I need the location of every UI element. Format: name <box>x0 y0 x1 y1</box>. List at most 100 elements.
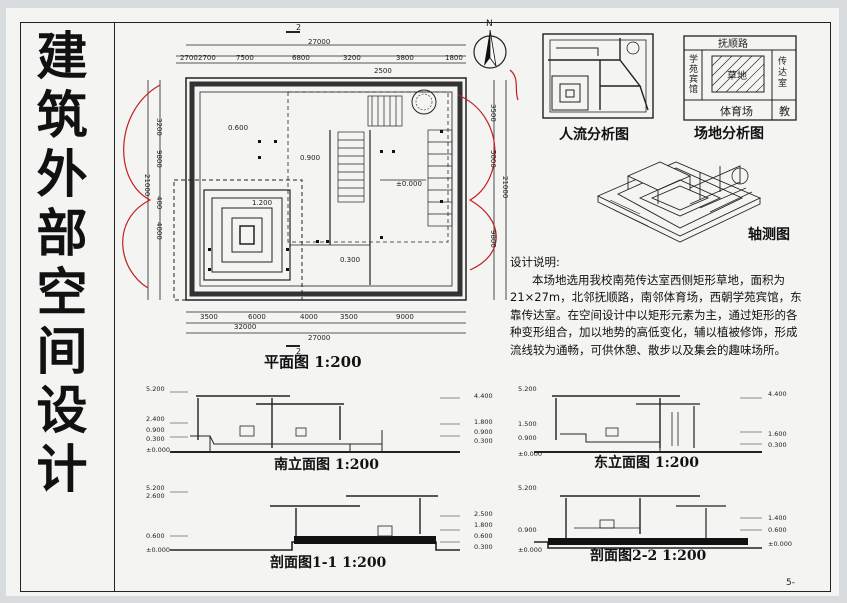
ee-l1: 1.500 <box>518 420 537 428</box>
site-top-label: 抚顺路 <box>718 37 748 50</box>
dim-bot-2: 4000 <box>300 313 318 321</box>
se-l0: 5.200 <box>146 385 165 393</box>
s22-l1: 0.900 <box>518 526 537 534</box>
description-text: 本场地选用我校南苑传达室西侧矩形草地，面积为21×27m，北邻抚顺路，南邻体育场… <box>510 272 802 357</box>
red-annotations <box>122 69 519 289</box>
se-l1: 2.400 <box>146 415 165 423</box>
section-mark-top: 2 <box>296 23 301 32</box>
s11-r2: 0.600 <box>474 532 493 540</box>
title-char: 筑 <box>36 86 88 146</box>
ee-l3: ±0.000 <box>518 450 542 458</box>
dim-top-0: 2700 <box>180 54 198 62</box>
dim-left-0: 3200 <box>155 118 163 136</box>
title-divider <box>114 22 115 592</box>
vertical-title: 建筑外部空间设计 <box>20 28 104 500</box>
site-plan <box>147 29 507 347</box>
site-analysis-diagram <box>683 35 797 121</box>
dim-left-overall: 21000 <box>143 174 151 196</box>
title-char: 建 <box>36 27 88 87</box>
dim-left-3: 4000 <box>155 222 163 240</box>
dim-bot-4: 9000 <box>396 313 414 321</box>
s22-l2: ±0.000 <box>518 546 542 554</box>
s11-l0: 5.200 <box>146 484 165 492</box>
site-right-label: 传达室 <box>778 55 787 89</box>
dim-bot-overall: 27000 <box>308 334 330 342</box>
ee-r1: 1.600 <box>768 430 787 438</box>
section-1-1-labels: 5.200 2.600 0.600 ±0.000 2.500 1.800 0.6… <box>146 484 493 554</box>
dim-bot-3: 3500 <box>340 313 358 321</box>
se-r3: 0.300 <box>474 437 493 445</box>
dim-bot-0: 3500 <box>200 313 218 321</box>
page-number: 5- <box>786 578 795 588</box>
s11-l3: ±0.000 <box>146 546 170 554</box>
elev-0600: 0.600 <box>228 124 248 132</box>
east-elevation-caption: 东立面图 1:200 <box>594 455 700 471</box>
plan-dimensions: N 2 27000 2700 2700 7500 6800 3200 3800 … <box>180 19 493 356</box>
dim-right-2: 9800 <box>489 230 497 248</box>
dim-top-1: 2700 <box>198 54 216 62</box>
se-r0: 4.400 <box>474 392 493 400</box>
dim-top-small: 2500 <box>374 67 392 75</box>
se-l2: 0.900 <box>146 426 165 434</box>
title-char: 部 <box>36 204 88 264</box>
site-analysis-caption: 场地分析图 <box>694 126 764 142</box>
plan-dims-vertical: 3200 9800 400 4000 21000 3500 5000 9800 … <box>143 104 509 248</box>
dim-right-overall: 21000 <box>501 176 509 198</box>
s22-l0: 5.200 <box>518 484 537 492</box>
s22-r2: ±0.000 <box>768 540 792 548</box>
dim-left-1: 9800 <box>155 150 163 168</box>
section-1-1 <box>170 491 460 551</box>
s22-r0: 1.400 <box>768 514 787 522</box>
title-char: 外 <box>36 145 88 205</box>
title-char: 计 <box>36 440 88 500</box>
ee-l0: 5.200 <box>518 385 537 393</box>
dim-bot-1: 6000 <box>248 313 266 321</box>
elev-0000: ±0.000 <box>396 180 422 188</box>
title-char: 间 <box>36 322 88 382</box>
plan-caption: 平面图 1:200 <box>264 353 362 371</box>
title-char: 设 <box>36 381 88 441</box>
east-elevation <box>534 395 762 453</box>
elev-0300: 0.300 <box>340 256 360 264</box>
dim-top-5: 3800 <box>396 54 414 62</box>
se-l4: ±0.000 <box>146 446 170 454</box>
dim-right-0: 3500 <box>489 104 497 122</box>
south-elevation-caption: 南立面图 1:200 <box>274 457 380 473</box>
section-2-2-labels: 5.200 0.900 ±0.000 1.400 0.600 ±0.000 <box>518 484 792 554</box>
dim-left-2: 400 <box>155 196 163 209</box>
section-1-1-caption: 剖面图1-1 1:200 <box>270 555 387 571</box>
axo-caption: 轴测图 <box>748 227 790 243</box>
south-elevation <box>170 391 460 453</box>
drawing-sheet <box>6 8 839 596</box>
dim-top-2: 7500 <box>236 54 254 62</box>
site-center-label: 草地 <box>727 69 747 82</box>
east-elevation-labels: 5.200 1.500 0.900 ±0.000 4.400 1.600 0.3… <box>518 385 787 458</box>
s11-r3: 0.300 <box>474 543 493 551</box>
ee-r2: 0.300 <box>768 441 787 449</box>
people-flow-caption: 人流分析图 <box>559 127 629 143</box>
dim-top-4: 3200 <box>343 54 361 62</box>
s11-l2: 0.600 <box>146 532 165 540</box>
description-heading: 设计说明: <box>510 255 560 269</box>
s22-r1: 0.600 <box>768 526 787 534</box>
ee-l2: 0.900 <box>518 434 537 442</box>
s11-r0: 2.500 <box>474 510 493 518</box>
section-2-2 <box>534 495 762 549</box>
dim-overall-top: 27000 <box>308 38 330 46</box>
site-bottom-right-label: 教 <box>779 105 790 118</box>
ee-r0: 4.400 <box>768 390 787 398</box>
south-elevation-labels: 5.200 2.400 0.900 0.300 ±0.000 4.400 1.8… <box>146 385 493 454</box>
dim-right-1: 5000 <box>489 150 497 168</box>
se-r2: 0.900 <box>474 428 493 436</box>
sheet-frame <box>20 22 831 592</box>
se-l3: 0.300 <box>146 435 165 443</box>
site-analysis-labels: 抚顺路 草地 体育场 教 <box>718 37 790 118</box>
section-2-2-caption: 剖面图2-2 1:200 <box>590 548 707 564</box>
dim-top-6: 1800 <box>445 54 463 62</box>
elev-1200: 1.200 <box>252 199 272 207</box>
s11-r1: 1.800 <box>474 521 493 529</box>
site-vertical-labels: 学苑宾馆 传达室 <box>689 53 787 95</box>
dim-top-3: 6800 <box>292 54 310 62</box>
dim-bot-total: 32000 <box>234 323 256 331</box>
